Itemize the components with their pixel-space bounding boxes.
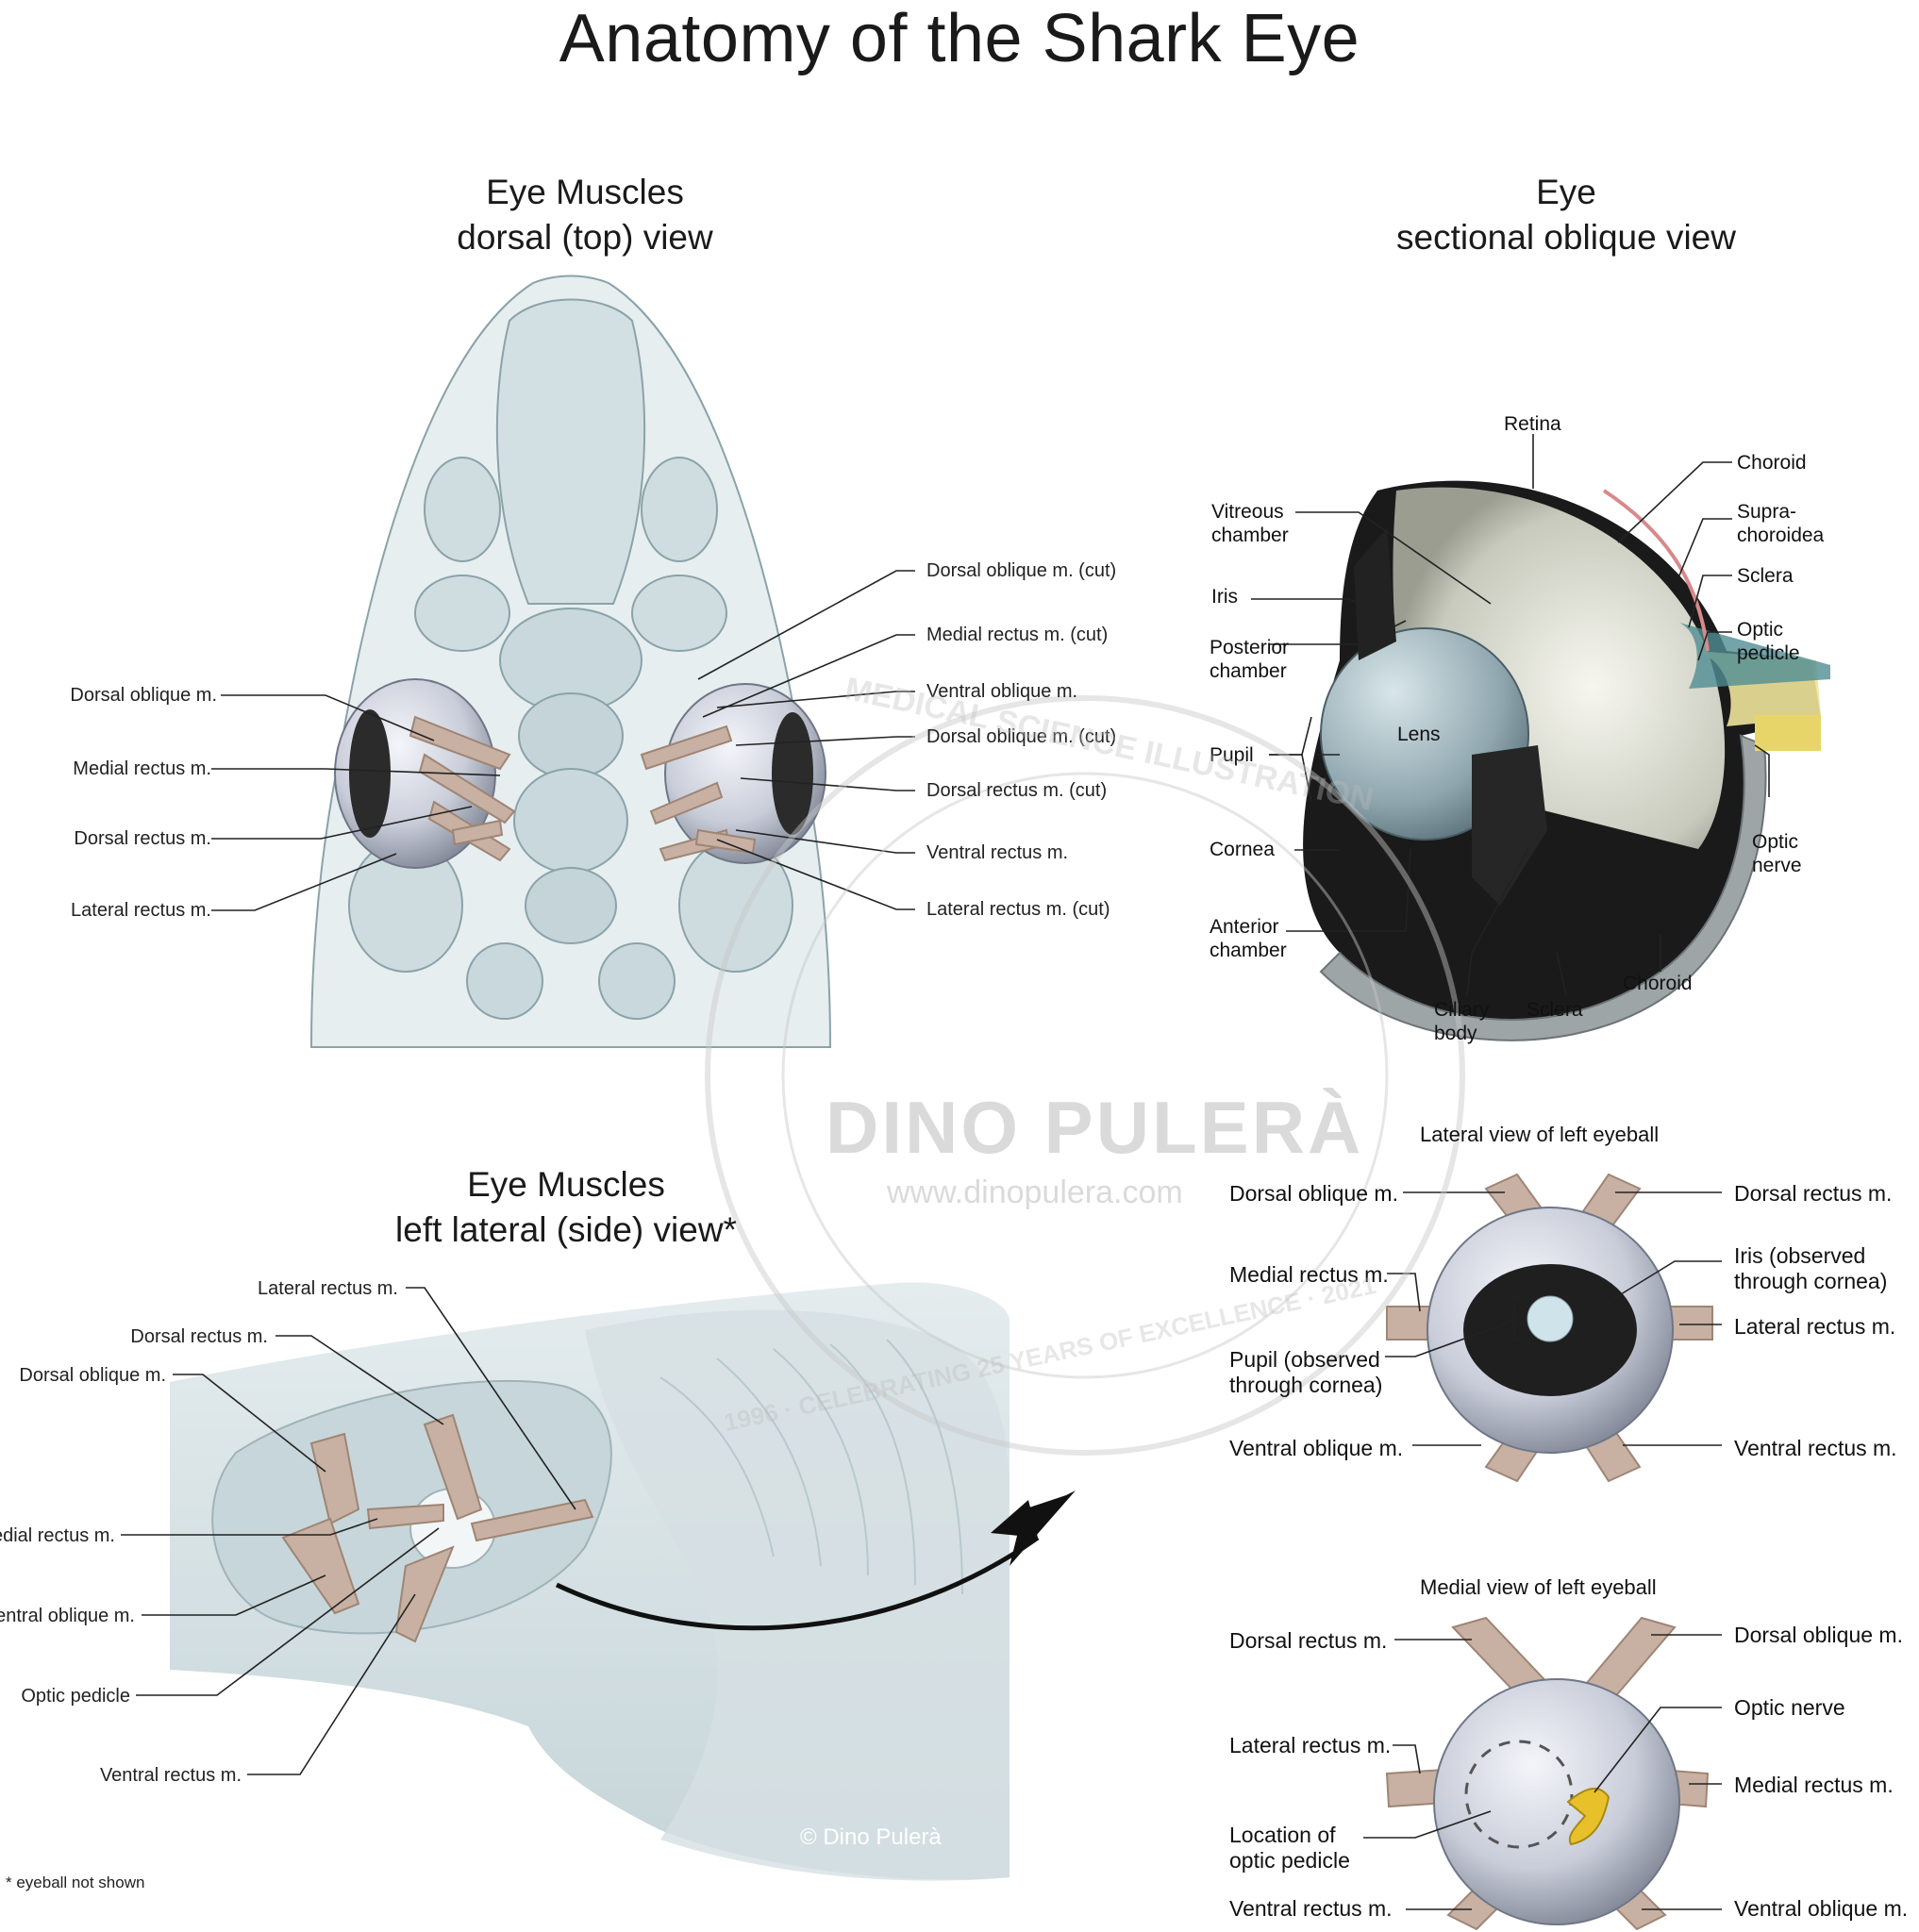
- label-cornea: Cornea: [1210, 839, 1275, 860]
- label-le-lateral-rectus: Lateral rectus m.: [1734, 1314, 1896, 1339]
- sectional-leader-lines: [1251, 434, 1770, 996]
- lateral-head-illustration: [170, 1282, 1076, 1881]
- dorsal-left-label-4: Lateral rectus m.: [71, 900, 211, 921]
- page-title: Anatomy of the Shark Eye: [559, 1, 1360, 76]
- footnote: * eyeball not shown: [6, 1874, 145, 1891]
- label-iris: Iris: [1211, 586, 1238, 608]
- label-posterior-chamber: Posterior chamber: [1210, 637, 1290, 682]
- label-me-optic-pedicle-location: Location of optic pedicle: [1229, 1823, 1350, 1873]
- lateral-view-subtitle: left lateral (side) view*: [395, 1210, 737, 1249]
- lateral-label-7: Ventral rectus m.: [99, 1765, 242, 1786]
- label-retina: Retina: [1504, 413, 1561, 435]
- label-vitreous-chamber: Vitreous chamber: [1211, 501, 1289, 546]
- label-optic-nerve: Optic nerve: [1752, 831, 1802, 876]
- medial-eyeball-caption: Medial view of left eyeball: [1420, 1575, 1657, 1599]
- dorsal-view-heading: Eye Muscles dorsal (top) view: [377, 170, 793, 260]
- watermark-url: www.dinopulera.com: [887, 1174, 1183, 1210]
- label-me-dorsal-rectus: Dorsal rectus m.: [1229, 1628, 1388, 1653]
- dorsal-right-label-3: Ventral oblique m.: [926, 681, 1078, 702]
- label-le-iris: Iris (observed through cornea): [1734, 1243, 1888, 1293]
- dorsal-left-label-2: Medial rectus m.: [73, 758, 211, 779]
- label-le-medial-rectus: Medial rectus m.: [1229, 1262, 1389, 1287]
- label-le-dorsal-oblique: Dorsal oblique m.: [1229, 1181, 1398, 1206]
- label-choroid-top: Choroid: [1737, 452, 1807, 474]
- dorsal-view-subtitle: dorsal (top) view: [457, 218, 713, 257]
- lateral-eyeball-illustration: [1386, 1173, 1713, 1483]
- dorsal-left-label-3: Dorsal rectus m.: [74, 828, 211, 849]
- label-lens: Lens: [1397, 724, 1441, 745]
- watermark-name: DINO PULERÀ: [826, 1086, 1364, 1169]
- lateral-label-1: Lateral rectus m.: [258, 1278, 398, 1299]
- lateral-label-6: Optic pedicle: [21, 1686, 130, 1707]
- label-optic-pedicle: Optic pedicle: [1737, 619, 1800, 664]
- dorsal-right-label-1: Dorsal oblique m. (cut): [926, 560, 1117, 581]
- copyright: © Dino Pulerà: [800, 1824, 942, 1850]
- medial-eyeball-leader-lines: [1363, 1634, 1722, 1910]
- label-me-optic-nerve: Optic nerve: [1734, 1695, 1845, 1720]
- lateral-label-4: Medial rectus m.: [0, 1525, 115, 1546]
- sectional-view-title: Eye: [1536, 173, 1596, 211]
- lateral-eyeball-leader-lines: [1385, 1191, 1722, 1446]
- sectional-view-subtitle: sectional oblique view: [1396, 218, 1736, 257]
- lateral-label-5: Ventral oblique m.: [0, 1606, 135, 1626]
- dorsal-leader-lines: [211, 570, 915, 911]
- dorsal-right-label-6: Ventral rectus m.: [926, 842, 1069, 863]
- label-me-medial-rectus: Medial rectus m.: [1734, 1773, 1894, 1797]
- lateral-label-3: Dorsal oblique m.: [19, 1365, 166, 1386]
- label-me-dorsal-oblique: Dorsal oblique m.: [1734, 1623, 1903, 1647]
- label-pupil: Pupil: [1210, 744, 1254, 766]
- label-me-ventral-oblique: Ventral oblique m.: [1734, 1896, 1909, 1921]
- dorsal-view-title: Eye Muscles: [486, 173, 684, 211]
- lateral-view-title: Eye Muscles: [467, 1165, 665, 1204]
- dorsal-right-label-5: Dorsal rectus m. (cut): [926, 780, 1108, 801]
- dorsal-right-label-4: Dorsal oblique m. (cut): [926, 726, 1117, 747]
- lateral-side-leader-lines: [121, 1287, 576, 1775]
- label-anterior-chamber: Anterior chamber: [1210, 916, 1287, 961]
- label-sclera-bottom: Sclera: [1527, 999, 1583, 1021]
- lateral-eyeball-caption: Lateral view of left eyeball: [1420, 1123, 1660, 1146]
- dorsal-head-illustration: [309, 275, 832, 1048]
- lateral-view-heading: Eye Muscles left lateral (side) view*: [359, 1162, 774, 1253]
- dorsal-right-label-7: Lateral rectus m. (cut): [926, 899, 1110, 920]
- medial-eyeball-illustration: [1385, 1616, 1710, 1931]
- dorsal-left-label-1: Dorsal oblique m.: [70, 685, 217, 706]
- label-le-pupil: Pupil (observed through cornea): [1229, 1347, 1383, 1397]
- label-ciliary-body: Ciliary body: [1434, 999, 1490, 1044]
- label-me-lateral-rectus: Lateral rectus m.: [1229, 1733, 1392, 1757]
- dorsal-right-label-2: Medial rectus m. (cut): [926, 625, 1109, 645]
- label-suprachoroidea: Supra- choroidea: [1737, 501, 1825, 546]
- label-le-ventral-rectus: Ventral rectus m.: [1734, 1436, 1897, 1460]
- label-sclera-top: Sclera: [1737, 565, 1794, 587]
- sectional-view-heading: Eye sectional oblique view: [1359, 170, 1774, 260]
- label-choroid-bottom: Choroid: [1623, 973, 1693, 994]
- label-le-ventral-oblique: Ventral oblique m.: [1229, 1436, 1404, 1460]
- label-le-dorsal-rectus: Dorsal rectus m.: [1734, 1181, 1893, 1206]
- watermark-seal: [705, 695, 1465, 1456]
- lateral-label-2: Dorsal rectus m.: [130, 1326, 268, 1347]
- label-me-ventral-rectus: Ventral rectus m.: [1229, 1896, 1393, 1921]
